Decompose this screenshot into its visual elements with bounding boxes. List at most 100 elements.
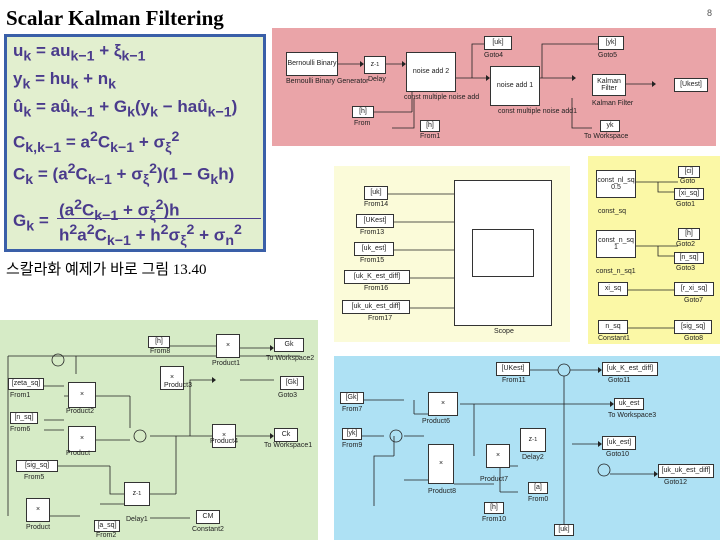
bernoulli-caption: Bernoulli Binary Generator bbox=[286, 78, 369, 85]
product8-block[interactable]: × bbox=[428, 444, 454, 484]
from-a-block[interactable]: [a_sq] bbox=[94, 520, 120, 532]
noise-add-1-caption: const multiple noise add1 bbox=[498, 108, 577, 115]
constant2-caption: Constant2 bbox=[192, 526, 224, 533]
figure-caption: 스칼라화 예제가 바로 그림 13.40 bbox=[6, 262, 207, 278]
constants-model-panel: const_nl_sq 0.5 [ci] Goto [xi_sq] Goto1 … bbox=[588, 156, 720, 344]
from-yk-block[interactable]: [yk] bbox=[342, 428, 362, 440]
signal-model-panel: Bernoulli Binary Bernoulli Binary Genera… bbox=[272, 28, 716, 146]
goto-ukukdiff-block[interactable]: [uk_uk_est_diff] bbox=[658, 464, 714, 478]
from-h-est-block[interactable]: [h] bbox=[484, 502, 504, 514]
from-nsq-block[interactable]: [n_sq] bbox=[10, 412, 38, 424]
goto-yk-caption: Goto5 bbox=[598, 52, 618, 59]
goto-yk-block[interactable]: [yk] bbox=[598, 36, 624, 50]
equation-measurement: yk = huk + nk bbox=[13, 69, 117, 93]
to-workspace3-block[interactable]: uk_est bbox=[614, 398, 644, 410]
from-h1-block[interactable]: [h] bbox=[420, 120, 440, 132]
goto-diff-caption: Goto11 bbox=[608, 377, 631, 384]
goto-ci-block[interactable]: [ci] bbox=[678, 166, 700, 178]
noise-add-1-block[interactable]: noise add 1 bbox=[490, 66, 540, 106]
scope-caption: Scope bbox=[494, 328, 514, 335]
from-h-caption: From bbox=[354, 120, 371, 127]
to-workspace1-block[interactable]: Ck bbox=[274, 428, 298, 442]
bernoulli-generator-block[interactable]: Bernoulli Binary bbox=[286, 52, 338, 76]
from13-block[interactable]: [UKest] bbox=[356, 214, 394, 228]
product1-block[interactable]: × bbox=[216, 334, 240, 358]
from5-caption: From5 bbox=[24, 474, 45, 481]
kalman-filter-block[interactable]: Kalman Filter bbox=[592, 74, 626, 96]
const-n-block[interactable]: const_n_sq 1 bbox=[596, 230, 636, 258]
product1-caption: Product1 bbox=[212, 360, 241, 367]
goto-n-block[interactable]: [n_sq] bbox=[674, 252, 704, 264]
goto-diff-block[interactable]: [uk_K_est_diff] bbox=[602, 362, 658, 376]
constant2-block[interactable]: CM bbox=[196, 510, 220, 524]
product3-caption: Product3 bbox=[164, 382, 193, 389]
goto-uk-block[interactable]: [uk] bbox=[484, 36, 512, 50]
to-workspace-yk-block[interactable]: yk bbox=[600, 120, 620, 132]
from1-caption: From1 bbox=[10, 392, 31, 399]
slide-title: Scalar Kalman Filtering bbox=[6, 6, 224, 30]
product2-caption: Product2 bbox=[66, 408, 95, 415]
goto-uk-caption: Goto4 bbox=[484, 52, 504, 59]
from-h-block[interactable]: [h] bbox=[352, 106, 374, 118]
signal-model-wires bbox=[334, 43, 656, 129]
product7-block[interactable]: × bbox=[486, 444, 510, 468]
product8-caption: Product8 bbox=[428, 488, 457, 495]
goto-ci-caption: Goto bbox=[680, 178, 696, 185]
gain-from8-caption: From8 bbox=[150, 348, 171, 355]
goto-ukest-block[interactable]: [Ukest] bbox=[674, 78, 708, 92]
noise-add-2-block[interactable]: noise add 2 bbox=[406, 52, 456, 92]
xi-sq-block[interactable]: xi_sq bbox=[598, 282, 628, 296]
from6-caption: From6 bbox=[10, 426, 31, 433]
from-zeta-block[interactable]: [zeta_sq] bbox=[8, 378, 44, 390]
scope-block[interactable] bbox=[454, 180, 552, 326]
product6-block[interactable]: × bbox=[428, 392, 458, 416]
from11-block[interactable]: [UKest] bbox=[496, 362, 530, 376]
delay1-caption: Delay1 bbox=[126, 516, 148, 523]
const-nl-block[interactable]: const_nl_sq 0.5 bbox=[596, 170, 636, 198]
from17-caption: From17 bbox=[368, 315, 393, 322]
scope-model-wires bbox=[388, 193, 454, 309]
product6-caption: Product6 bbox=[422, 418, 451, 425]
delay2-block[interactable]: z-1 bbox=[520, 428, 546, 452]
product0-block[interactable]: × bbox=[26, 498, 50, 522]
n-sq-block[interactable]: n_sq bbox=[598, 320, 628, 334]
goto-gk-block[interactable]: [Gk] bbox=[280, 376, 304, 390]
product3-block[interactable]: × bbox=[160, 366, 184, 390]
to-workspace-caption: To Workspace bbox=[584, 133, 629, 140]
goto-xi-block[interactable]: [xi_sq] bbox=[674, 188, 704, 200]
from14-block[interactable]: [uk] bbox=[364, 186, 388, 200]
from10-caption: From10 bbox=[482, 516, 507, 523]
goto-r-block[interactable]: [r_xi_sq] bbox=[674, 282, 714, 296]
from-sig-block[interactable]: [sig_sq] bbox=[16, 460, 58, 472]
product4-caption: Product4 bbox=[210, 438, 239, 445]
from-uk-est-block[interactable]: [uk] bbox=[554, 524, 574, 536]
goto12-caption: Goto12 bbox=[664, 479, 687, 486]
product-caption: Product bbox=[66, 450, 91, 457]
delay1-block[interactable]: z-1 bbox=[124, 482, 150, 506]
from17-block[interactable]: [uk_uk_est_diff] bbox=[342, 300, 410, 314]
product-block[interactable]: × bbox=[68, 426, 96, 452]
from-a-est-block[interactable]: [a] bbox=[528, 482, 548, 494]
goto-ukest-est-block[interactable]: [uk_est] bbox=[602, 436, 636, 450]
goto-sig-caption: Goto8 bbox=[684, 335, 704, 342]
from16-block[interactable]: [uk_K_est_diff] bbox=[344, 270, 410, 284]
equation-box: uk = auk−1 + ξk−1 yk = huk + nk ûk = aûk… bbox=[4, 34, 266, 252]
goto10-caption: Goto10 bbox=[606, 451, 629, 458]
scope-screen bbox=[472, 229, 534, 277]
gain-from8-block[interactable]: [h] bbox=[148, 336, 170, 348]
goto-xi-caption: Goto1 bbox=[676, 201, 696, 208]
estimator-model-panel: [UKest] From11 [uk_K_est_diff] Goto11 [G… bbox=[334, 356, 720, 540]
delay2-caption: Delay2 bbox=[522, 454, 544, 461]
from-gk-block[interactable]: [Gk] bbox=[340, 392, 364, 404]
from0-caption: From0 bbox=[528, 496, 549, 503]
goto-h-caption: Goto2 bbox=[676, 241, 696, 248]
goto-sig-block[interactable]: [sig_sq] bbox=[674, 320, 712, 334]
delay-block[interactable]: z-1 bbox=[364, 56, 386, 74]
from13-caption: From13 bbox=[360, 229, 385, 236]
product0-caption: Product bbox=[26, 524, 51, 531]
product4-block[interactable]: × bbox=[212, 424, 236, 448]
from15-block[interactable]: [uk_est] bbox=[354, 242, 394, 256]
product2-block[interactable]: × bbox=[68, 382, 96, 408]
to-workspace2-block[interactable]: Gk bbox=[274, 338, 304, 352]
goto-h-block[interactable]: [h] bbox=[678, 228, 700, 240]
